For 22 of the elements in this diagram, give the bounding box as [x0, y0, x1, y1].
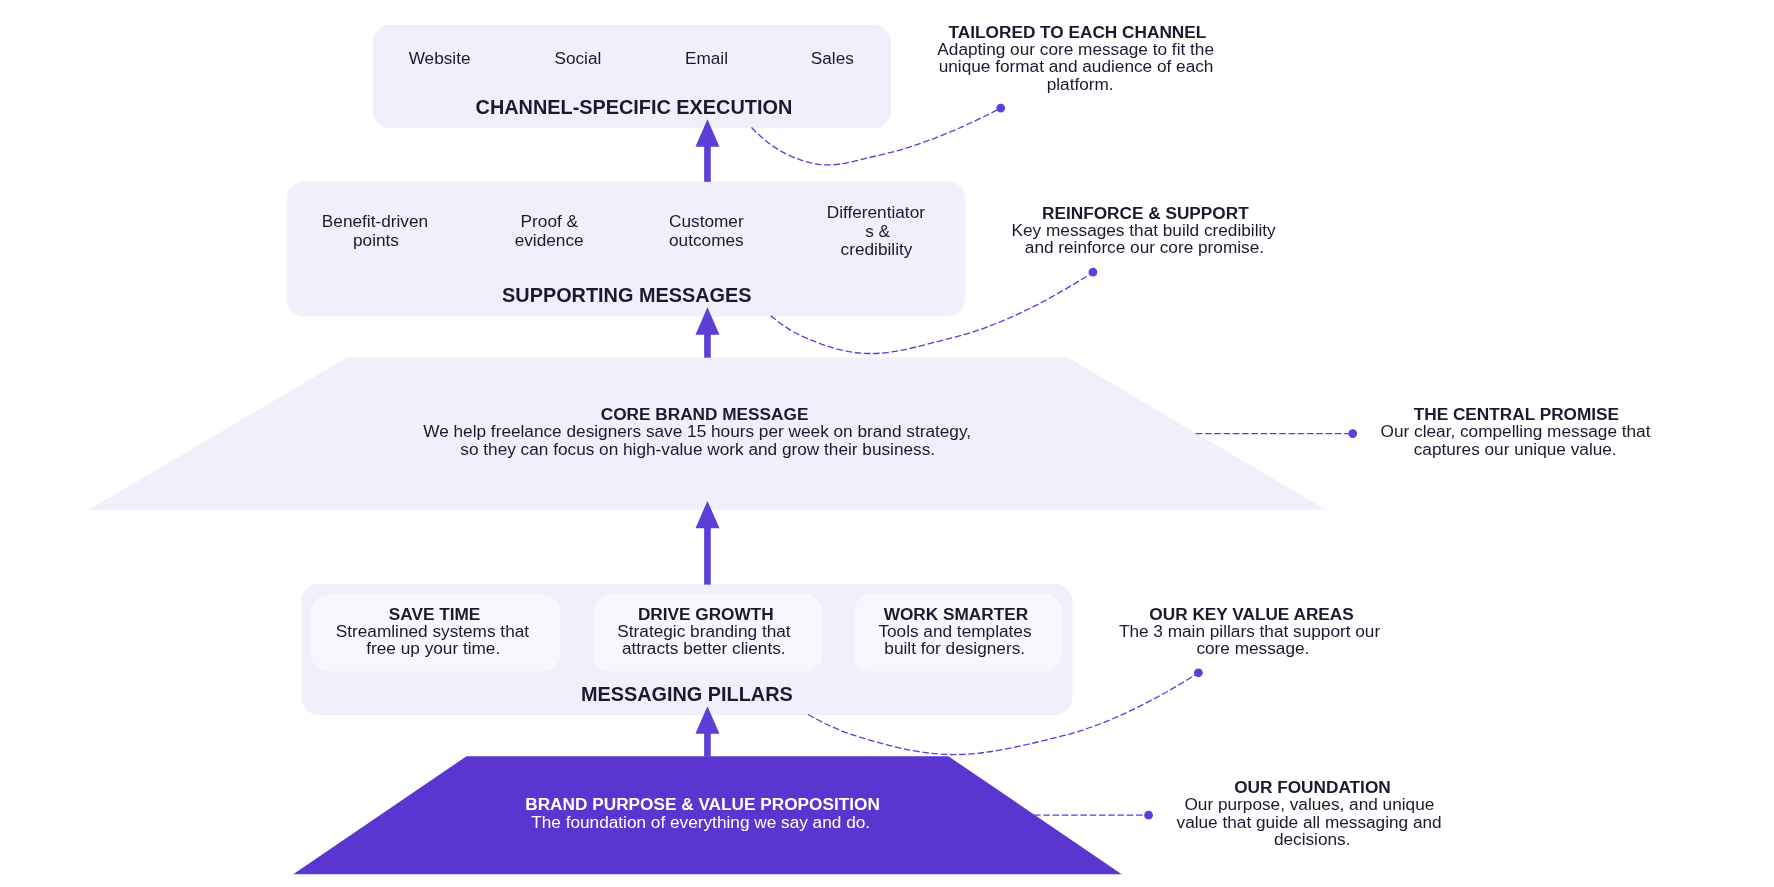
node-text: THE CENTRAL PROMISE Our clear, compelling message that captures our unique value. [1380, 404, 1651, 459]
node-text: Differentiators & credibility [826, 202, 925, 260]
node-text: Email [684, 48, 728, 69]
arrow [695, 119, 720, 182]
node-text: OUR KEY VALUE AREAS The 3 main pillars that support our core message. [1118, 603, 1381, 659]
node-text: Customer outcomes [669, 211, 744, 250]
node-text: REINFORCE & SUPPORT Key messages that build credibility and reinforce our core promise. [1011, 202, 1276, 258]
connector [770, 267, 1098, 355]
node-text: Social [554, 48, 602, 69]
node-text: Website [408, 48, 471, 69]
node-text: TAILORED TO EACH CHANNEL Adapting our core message to fit the unique format and audience of each platform. [937, 21, 1214, 94]
node-text: Benefit-driven points [321, 211, 429, 250]
node-text: OUR FOUNDATION Our purpose, values, and unique value that guide all messaging and decisions. [1176, 777, 1442, 849]
connector [1195, 429, 1358, 438]
connector [807, 668, 1203, 756]
node-text: Sales [810, 48, 854, 69]
arrow [695, 706, 720, 757]
node-text: Proof & evidence [514, 211, 584, 250]
arrow [695, 307, 720, 358]
connector [750, 103, 1006, 166]
connector [1033, 810, 1153, 820]
arrow [695, 500, 720, 585]
